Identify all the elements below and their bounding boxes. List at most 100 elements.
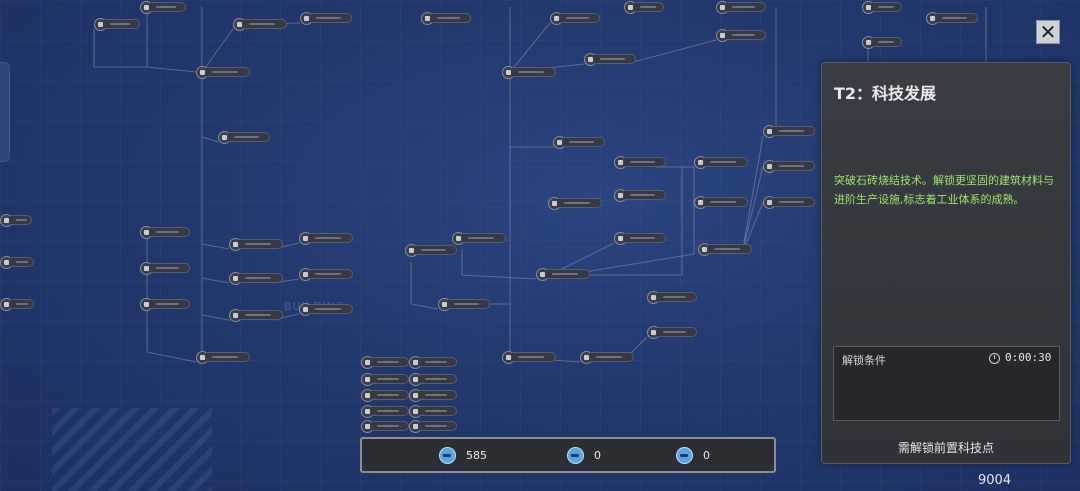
tech-node[interactable] [218, 130, 270, 144]
tech-node[interactable] [452, 231, 506, 245]
tech-node-label [150, 227, 190, 237]
tech-node-label [150, 2, 186, 12]
tech-node[interactable] [694, 195, 748, 209]
tech-node[interactable] [716, 28, 766, 42]
tech-node[interactable] [300, 11, 352, 25]
tech-node[interactable] [716, 0, 766, 14]
tech-node[interactable] [548, 196, 602, 210]
tech-node[interactable] [502, 65, 556, 79]
tech-node-label [371, 357, 409, 367]
tech-node[interactable] [614, 231, 666, 245]
tech-node-label [872, 2, 902, 12]
tech-node-label [10, 257, 34, 267]
tech-node[interactable] [0, 255, 34, 269]
tech-node[interactable] [361, 388, 409, 402]
tech-node-label [936, 13, 978, 23]
tech-node[interactable] [614, 155, 666, 169]
tech-node-label [228, 132, 270, 142]
tech-node[interactable] [926, 11, 978, 25]
tech-node[interactable] [94, 17, 140, 31]
tech-node[interactable] [862, 35, 902, 49]
resource-2: 0 [567, 447, 601, 464]
tech-node[interactable] [409, 419, 457, 433]
tech-node-label [872, 37, 902, 47]
tech-node[interactable] [409, 404, 457, 418]
tech-node-label [104, 19, 140, 29]
tech-node[interactable] [361, 372, 409, 386]
tech-node[interactable] [763, 124, 815, 138]
tech-node[interactable] [862, 0, 902, 14]
tech-node[interactable] [361, 404, 409, 418]
tech-node[interactable] [299, 267, 353, 281]
tech-node[interactable] [0, 297, 34, 311]
tech-node[interactable] [405, 243, 457, 257]
tech-node-label [206, 67, 250, 77]
close-button[interactable]: ✕ [1036, 20, 1060, 44]
tech-node-label [243, 19, 287, 29]
tech-node-label [624, 157, 666, 167]
tech-node[interactable] [361, 355, 409, 369]
tech-node-label [773, 197, 815, 207]
tech-link [201, 28, 234, 73]
tech-node[interactable] [299, 302, 353, 316]
tech-node-label [239, 239, 283, 249]
tech-node[interactable] [233, 17, 287, 31]
tech-node[interactable] [647, 290, 697, 304]
tech-node[interactable] [647, 325, 697, 339]
tech-node[interactable] [140, 297, 190, 311]
tech-node[interactable] [409, 388, 457, 402]
tech-node-label [634, 2, 664, 12]
tech-node[interactable] [299, 231, 353, 245]
tech-node[interactable] [698, 242, 752, 256]
tech-node-label [657, 327, 697, 337]
tech-node-label [419, 406, 457, 416]
tech-node[interactable] [196, 65, 250, 79]
tech-node-label [558, 198, 602, 208]
clock-icon [989, 353, 1000, 364]
tech-node[interactable] [229, 237, 283, 251]
tech-node-label [309, 304, 353, 314]
tech-node[interactable] [763, 159, 815, 173]
tech-node-label [704, 197, 748, 207]
tech-node[interactable] [438, 297, 490, 311]
bottom-counter: 9004 [978, 473, 1012, 488]
tech-node-label [150, 299, 190, 309]
tech-node[interactable] [229, 271, 283, 285]
tech-node[interactable] [553, 135, 605, 149]
tech-node[interactable] [502, 350, 556, 364]
tech-node-label [371, 421, 409, 431]
tech-node-label [310, 13, 352, 23]
tech-node[interactable] [421, 11, 471, 25]
tech-node[interactable] [584, 52, 636, 66]
tech-node-label [309, 269, 353, 279]
tech-node[interactable] [763, 195, 815, 209]
tech-node-label [563, 137, 605, 147]
left-collapse-tab[interactable] [0, 62, 10, 162]
tech-node-label [594, 54, 636, 64]
tech-node[interactable] [361, 419, 409, 433]
tech-node[interactable] [580, 350, 634, 364]
tech-node[interactable] [140, 0, 186, 14]
tech-node-label [726, 30, 766, 40]
tech-node[interactable] [550, 11, 600, 25]
resource-3: 0 [676, 447, 710, 464]
tech-node-label [512, 352, 556, 362]
tech-node[interactable] [694, 155, 748, 169]
tech-node[interactable] [229, 308, 283, 322]
tech-node-label [10, 299, 34, 309]
tech-node[interactable] [614, 188, 666, 202]
tech-node-label [726, 2, 766, 12]
tech-node-label [448, 299, 490, 309]
unlock-requirement-button[interactable]: 需解锁前置科技点 [897, 441, 994, 455]
tech-node[interactable] [196, 350, 250, 364]
tech-node-label [773, 161, 815, 171]
tech-node[interactable] [409, 355, 457, 369]
tech-node[interactable] [140, 261, 190, 275]
tech-node[interactable] [0, 213, 32, 227]
tech-node[interactable] [624, 0, 664, 14]
tech-node-label [371, 390, 409, 400]
tech-node[interactable] [536, 267, 590, 281]
tech-node[interactable] [409, 372, 457, 386]
panel-description: 突破石砖烧结技术。解锁更坚固的建筑材料与进阶生产设施,标志着工业体系的成熟。 [834, 174, 1054, 206]
tech-node[interactable] [140, 225, 190, 239]
